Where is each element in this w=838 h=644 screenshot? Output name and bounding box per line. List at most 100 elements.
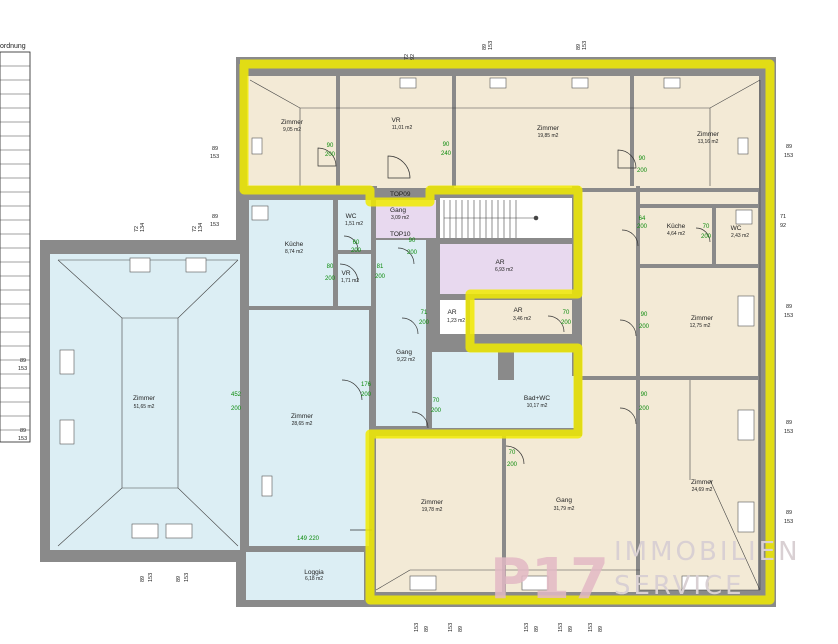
room-name: Gang [390,207,406,214]
door-dim: 149 [297,536,308,542]
door-dim: 200 [325,276,336,282]
door-dim: 200 [419,320,430,326]
staircase [443,200,539,238]
dim-label: 89 [568,626,574,632]
watermark-line1: IMMOBILIEN [614,537,801,567]
room-name: Küche [285,241,304,248]
room-area: 51,65 m2 [134,404,155,410]
door-dim: 70 [433,398,440,404]
dim-label: 89 [140,576,146,582]
room-name: AR [447,309,456,316]
dim-label: 89 [534,626,540,632]
room-name: WC [731,225,742,232]
dim-label: 92 [410,54,416,60]
room-area: 10,17 m2 [527,403,548,409]
door-dim: 220 [309,536,320,542]
watermark-logo: P17 [490,547,609,612]
dim-label: 153 [148,573,154,582]
dim-label: 153 [210,154,219,160]
outer-dimensions: 72 92 89 153 89 153 72 134 72 134 89 153… [18,41,793,632]
room-name: WC [346,213,357,220]
dim-label: 153 [784,313,793,319]
dim-label: 134 [140,223,146,232]
room-name: VR [341,270,350,277]
room-area: 3,09 m2 [391,215,409,221]
dim-label: 153 [210,222,219,228]
room-name: VR [391,117,400,124]
room-area: 6,93 m2 [495,267,513,273]
room-name: Gang [396,349,412,356]
dim-label: 89 [176,576,182,582]
dim-label: 89 [20,358,26,364]
door-dim: 81 [377,264,384,270]
dim-label: 153 [588,623,594,632]
watermark: P17 IMMOBILIEN SERVICE [490,537,801,612]
room-name: Küche [667,223,686,230]
top-label-2: TOP10 [390,231,411,238]
room-labels: Zimmer 9,05 m2 VR 11,01 m2 Zimmer 19,85 … [133,117,749,582]
door-dim: 200 [351,248,362,254]
door-dim: 452 [231,392,242,398]
top-label-1: TOP09 [390,191,411,198]
dim-label: 89 [424,626,430,632]
room-area: 1,23 m2 [447,318,465,324]
dim-label: 153 [784,429,793,435]
legend-table: ordnung [0,43,31,443]
room-name: AR [513,307,522,314]
dim-label: 153 [582,41,588,50]
door-dim: 200 [407,250,418,256]
dim-label: 153 [784,153,793,159]
dim-label: 71 [780,214,786,220]
room-name: Bad+WC [524,395,550,402]
room-name: Zimmer [691,315,714,322]
room-area: 3,46 m2 [513,316,531,322]
legend-title: ordnung [0,43,26,50]
room-area: 6,18 m2 [305,576,323,582]
door-dim: 70 [563,310,570,316]
door-dim: 90 [409,238,416,244]
dim-label: 153 [448,623,454,632]
door-dim: 200 [375,274,386,280]
room-area: 1,51 m2 [345,221,363,227]
roof-lines [57,79,761,591]
door-dim: 80 [327,264,334,270]
dim-label: 72 [192,226,198,232]
dim-label: 153 [558,623,564,632]
watermark-line2: SERVICE [614,571,745,601]
dim-label: 89 [786,510,792,516]
room-name: Zimmer [421,499,444,506]
dim-label: 134 [198,223,204,232]
door-dim: 90 [639,156,646,162]
door-dim: 90 [641,392,648,398]
room-area: 8,74 m2 [285,249,303,255]
dim-label: 89 [576,44,582,50]
door-dim: 90 [443,142,450,148]
dim-label: 153 [524,623,530,632]
room-area: 4,64 m2 [667,231,685,237]
room-area: 9,05 m2 [283,127,301,133]
room-area: 2,43 m2 [731,233,749,239]
door-dim: 200 [561,320,572,326]
room-area: 19,78 m2 [422,507,443,513]
dim-label: 153 [784,519,793,525]
room-area: 11,01 m2 [392,125,413,131]
dim-label: 89 [786,420,792,426]
dim-label: 89 [212,146,218,152]
door-dim: 176 [361,382,372,388]
room-area: 31,79 m2 [554,506,575,512]
room-area: 1,71 m2 [341,278,359,284]
door-dim: 64 [639,216,646,222]
room-name: Loggia [304,569,324,576]
door-dim: 200 [361,392,372,398]
room-name: AR [495,259,504,266]
dim-label: 153 [18,436,27,442]
door-dim: 240 [441,151,452,157]
door-dim: 200 [431,408,442,414]
door-dim: 200 [325,152,336,158]
door-dim: 90 [327,143,334,149]
dim-label: 92 [780,223,786,229]
door-dim: 90 [641,312,648,318]
dim-label: 72 [404,54,410,60]
room-area: 19,85 m2 [538,133,559,139]
